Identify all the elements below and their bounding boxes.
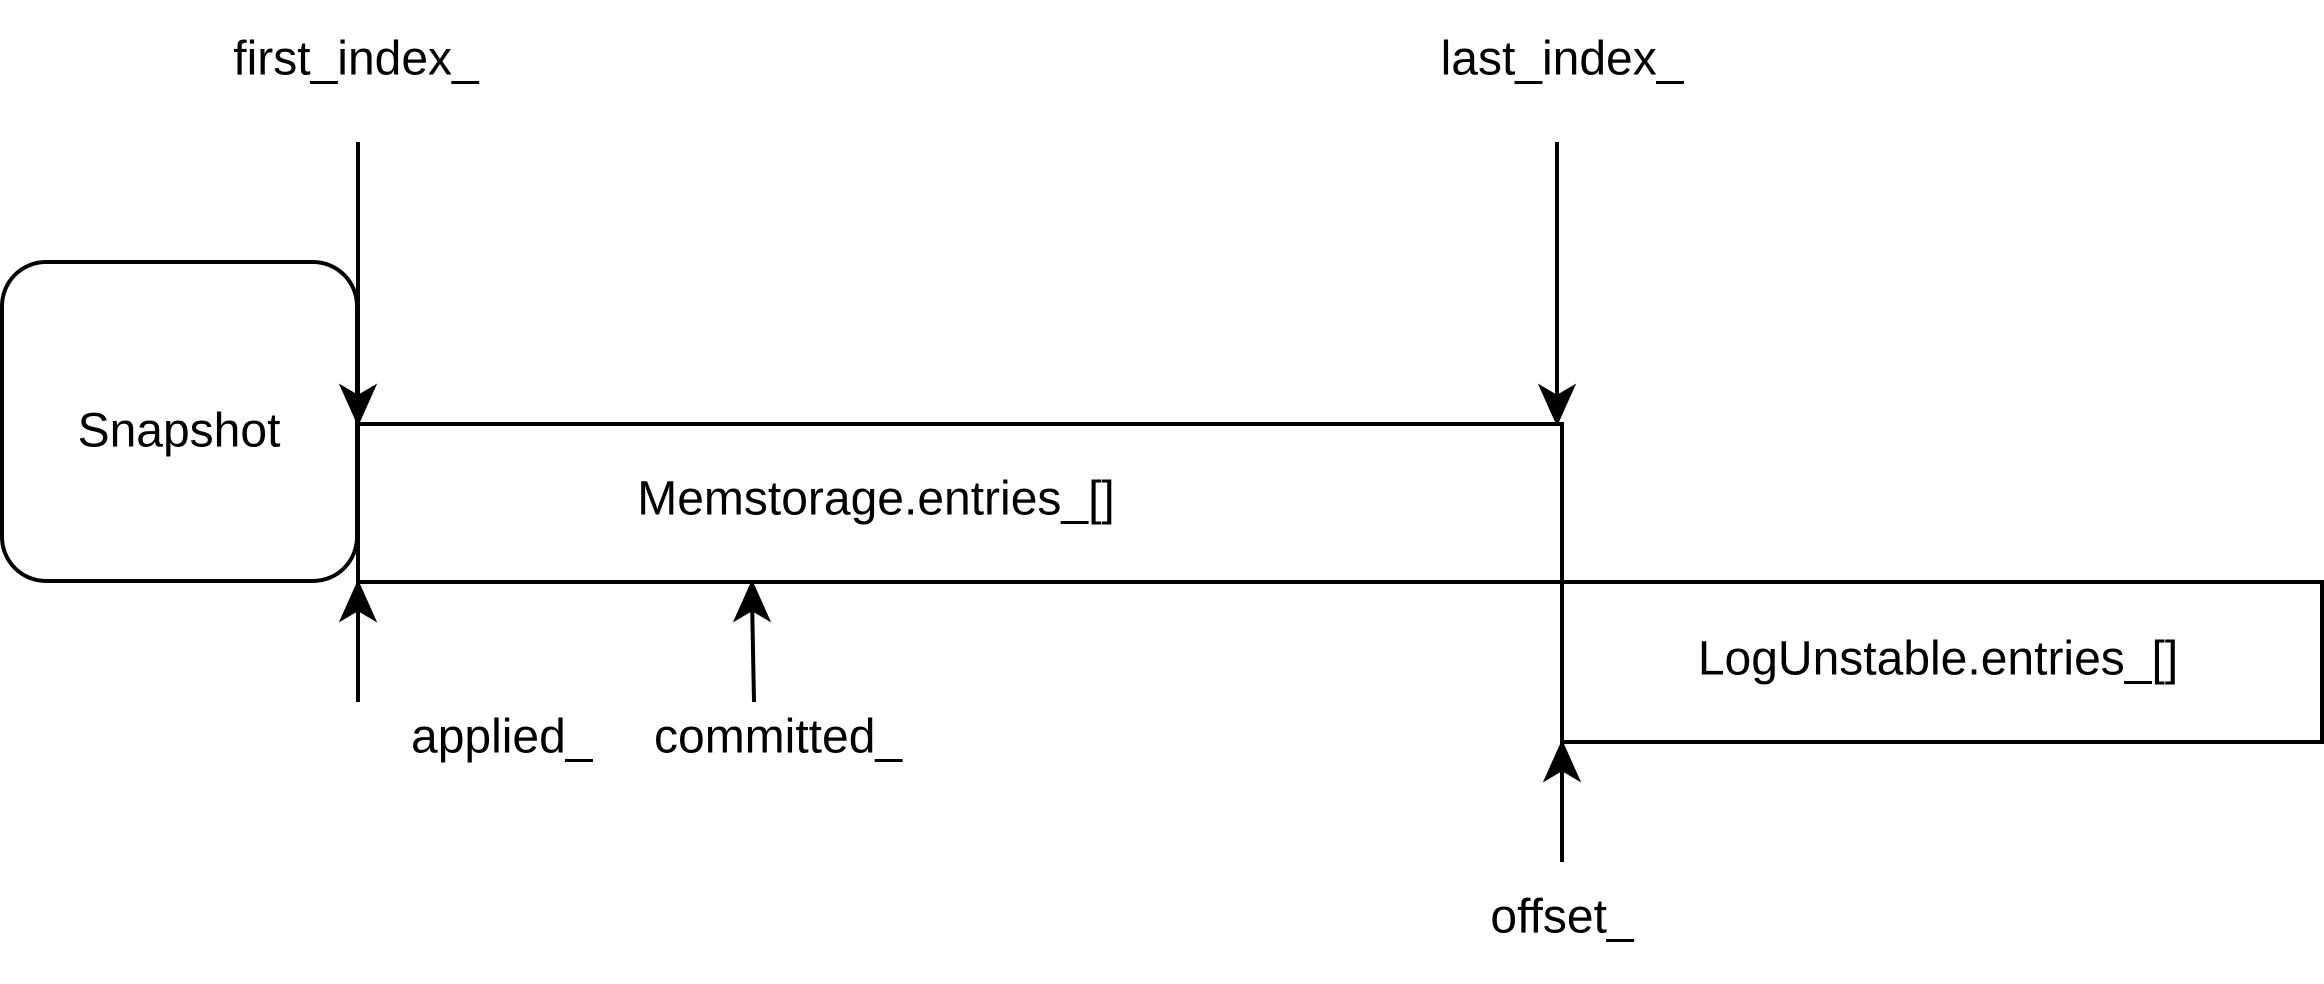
last-index-label: last_index_ [1441, 33, 1685, 86]
snapshot-node: Snapshot [0, 260, 359, 583]
log-unstable-box [1560, 580, 2324, 744]
first-index-pointer: first_index_ [233, 33, 480, 427]
memstorage-label: Memstorage.entries_[] [637, 473, 1115, 526]
committed-arrowhead-icon [732, 579, 772, 623]
last-index-arrowhead-icon [1537, 383, 1577, 427]
last-index-pointer: last_index_ [1441, 33, 1685, 427]
committed-arrow-line [750, 597, 756, 703]
offset-label: offset_ [1490, 891, 1635, 944]
applied-label: applied_ [411, 711, 594, 764]
first-index-arrowhead-icon [338, 383, 378, 427]
offset-arrowhead-icon [1542, 739, 1582, 783]
applied-pointer: applied_ [338, 579, 594, 764]
log-unstable-node: LogUnstable.entries_[] [1560, 580, 2324, 744]
memstorage-box [356, 422, 1564, 584]
applied-arrowhead-icon [338, 579, 378, 623]
committed-pointer: committed_ [654, 579, 903, 764]
log-unstable-label: LogUnstable.entries_[] [1698, 633, 2178, 686]
committed-label: committed_ [654, 711, 903, 764]
memstorage-node: Memstorage.entries_[] [356, 422, 1564, 584]
snapshot-label: Snapshot [78, 405, 281, 458]
first-index-label: first_index_ [233, 33, 480, 86]
offset-pointer: offset_ [1490, 739, 1635, 944]
